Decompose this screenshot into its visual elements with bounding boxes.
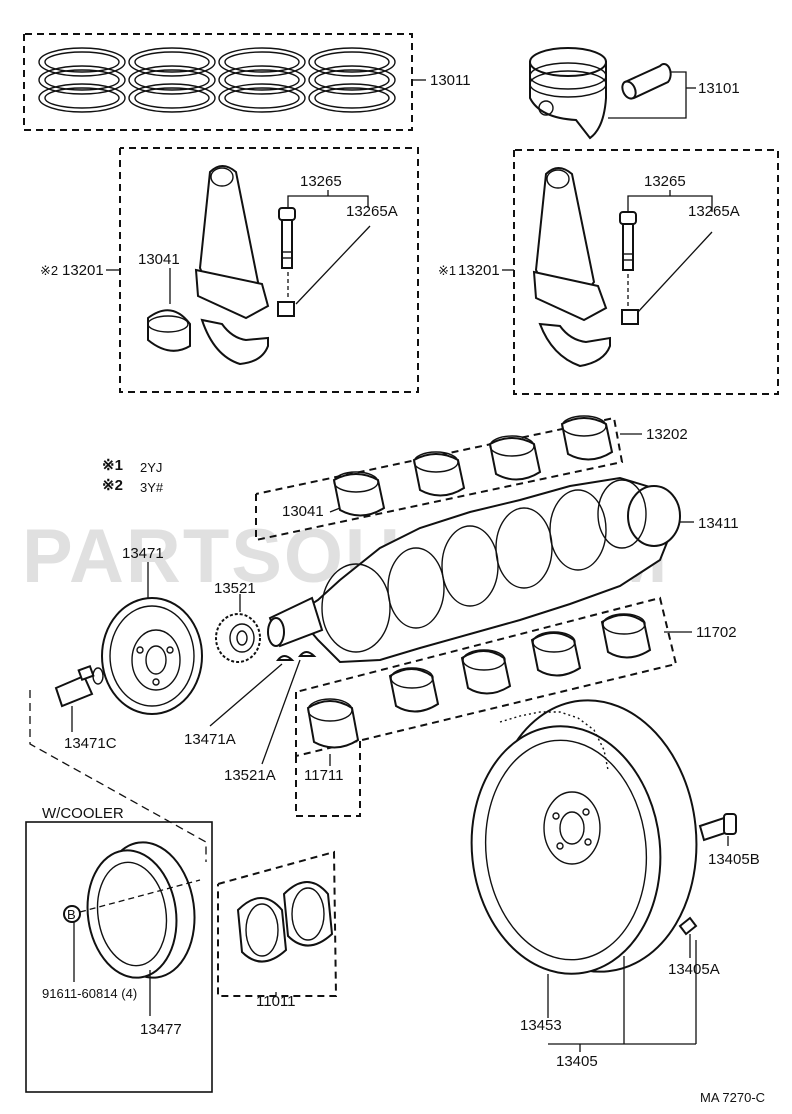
label-13041-left[interactable]: 13041 [138, 251, 180, 268]
conrod-nut-left [277, 301, 295, 317]
label-13405b[interactable]: 13405B [708, 851, 760, 868]
conrod-bearing-4 [560, 415, 614, 461]
cooler-box-frame [25, 821, 213, 1093]
connecting-rod-assembly-right[interactable]: 13265 13265A ※1 13201 [438, 149, 779, 395]
label-13471a[interactable]: 13471A [184, 731, 236, 748]
label-13521a[interactable]: 13521A [224, 767, 276, 784]
piston-ring-group-2 [128, 47, 216, 113]
label-11011[interactable]: 11011 [256, 993, 296, 1010]
flywheel-bolt[interactable]: 13405B [698, 813, 760, 868]
thrust-bearing[interactable]: 11711 [295, 698, 361, 817]
label-13201-right[interactable]: 13201 [458, 262, 500, 279]
piston-ring-group-1 [38, 47, 126, 113]
main-bearing-upper-dashed-box [295, 596, 678, 758]
label-13471c[interactable]: 13471C [64, 735, 117, 752]
crankshaft[interactable]: 13411 [267, 476, 739, 664]
label-11702[interactable]: 11702 [696, 624, 737, 641]
legend-note1-mark: ※1 [102, 457, 123, 474]
main-bearing-upper-1 [388, 667, 440, 713]
cooler-pulley-box[interactable]: W/COOLER B 91611-60814 (4) 13477 [25, 690, 213, 1093]
conrod-bearing-2 [412, 451, 466, 497]
conrod-bearing-dashed-box [255, 416, 624, 542]
thrust-bearing-dashed-box [295, 740, 361, 817]
pulley-bolt[interactable]: 13471C [54, 664, 117, 752]
thrust-washer-1 [236, 897, 288, 963]
mark-13201-left: ※2 [40, 263, 58, 278]
label-91611-60814[interactable]: 91611-60814 (4) [42, 986, 137, 1001]
label-13011[interactable]: 13011 [430, 72, 471, 89]
label-13405[interactable]: 13405 [556, 1053, 598, 1070]
label-13041-middle[interactable]: 13041 [282, 503, 324, 520]
label-11711[interactable]: 11711 [304, 767, 344, 784]
label-13265a-left[interactable]: 13265A [346, 203, 398, 220]
thrust-washer-dashed-box [217, 850, 338, 997]
connecting-rod-assembly-left[interactable]: 13265 13265A 13041 ※2 13201 [40, 147, 419, 393]
thrust-washer-set[interactable]: 11011 [217, 850, 338, 1010]
cooler-pulley [86, 841, 196, 979]
piston-ring-group-3 [218, 47, 306, 113]
main-bearing-upper-4 [600, 613, 652, 659]
label-13101[interactable]: 13101 [698, 80, 740, 97]
main-bearing-upper-3 [530, 631, 582, 677]
ring-set-dashed-box [23, 33, 413, 131]
conrod-right-dashed-box [513, 149, 779, 395]
legend-note2-mark: ※2 [102, 477, 123, 494]
piston-pin [621, 63, 672, 100]
conrod-left-dashed-box [119, 147, 419, 393]
crankshaft-pulley[interactable]: 13471 [101, 545, 203, 715]
label-13201-left[interactable]: 13201 [62, 262, 104, 279]
piston-ring-set[interactable]: 13011 [23, 33, 471, 131]
piston-ring-group-4 [308, 47, 396, 113]
label-13265-left[interactable]: 13265 [300, 173, 342, 190]
engine-variant-legend: ※1 2YJ ※2 3Y# [102, 457, 164, 495]
crankshaft-timing-gear[interactable]: 13521 [214, 580, 261, 663]
legend-note1-text: 2YJ [140, 460, 162, 475]
label-13265-right[interactable]: 13265 [644, 173, 686, 190]
conrod-bolt-right [619, 211, 637, 271]
conrod-nut-right [621, 309, 639, 325]
conrod-bolt-left [278, 207, 296, 269]
label-13477[interactable]: 13477 [140, 1021, 182, 1038]
thrust-washer-2 [282, 881, 334, 947]
label-13453[interactable]: 13453 [520, 1017, 562, 1034]
cooler-box-title: W/COOLER [42, 805, 124, 822]
mark-13201-right: ※1 [438, 263, 456, 278]
legend-note2-text: 3Y# [140, 480, 164, 495]
flywheel-dowel-pin[interactable]: 13405A [668, 916, 720, 978]
label-13471[interactable]: 13471 [122, 545, 164, 562]
piston-with-pin[interactable]: 13101 [529, 47, 740, 140]
conrod-bearing-3 [488, 435, 542, 481]
label-13265a-right[interactable]: 13265A [688, 203, 740, 220]
label-13405a[interactable]: 13405A [668, 961, 720, 978]
conrod-bearing-set[interactable]: 13202 13041 [255, 415, 688, 542]
label-13411[interactable]: 13411 [698, 515, 739, 532]
label-13521[interactable]: 13521 [214, 580, 256, 597]
main-bearing-upper-2 [460, 649, 512, 695]
figure-code: MA 7270-C [700, 1090, 765, 1105]
bolt-mark-b: B [67, 907, 76, 922]
main-bearing-upper-set[interactable]: 11702 [295, 596, 737, 758]
label-13202[interactable]: 13202 [646, 426, 688, 443]
flywheel[interactable]: 13453 13405 [460, 690, 710, 1070]
woodruff-keys[interactable]: 13471A 13521A [184, 651, 317, 784]
conrod-bearing-1 [332, 471, 386, 517]
